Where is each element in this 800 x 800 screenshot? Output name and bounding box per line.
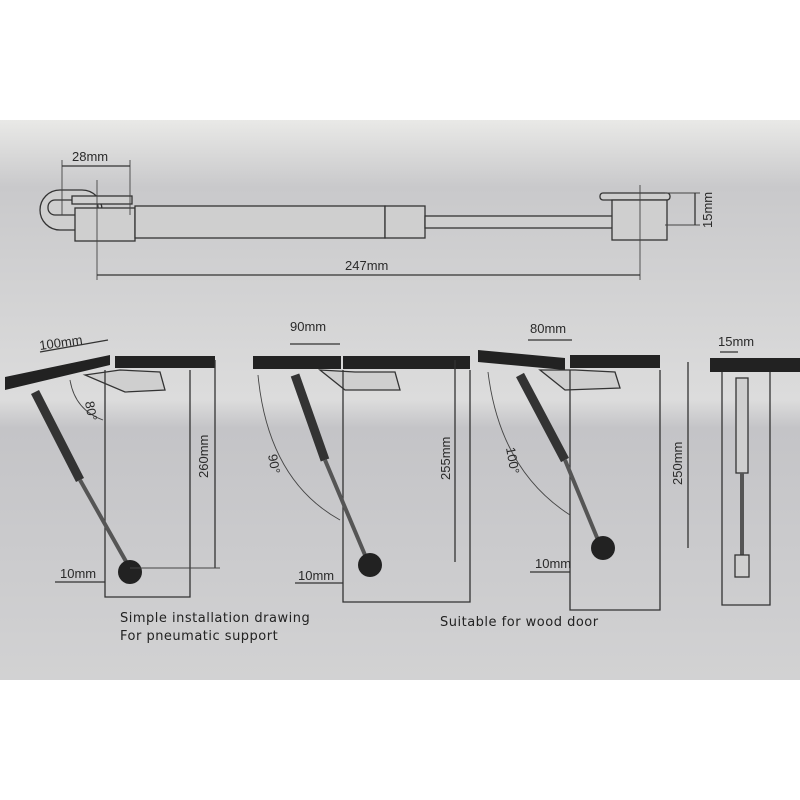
angle-label-3: 100°	[503, 446, 522, 475]
edge-label-1: 10mm	[60, 566, 96, 581]
installation-panel-80deg	[5, 339, 220, 598]
installation-panel-90deg	[253, 343, 471, 603]
installation-panel-side-view	[710, 351, 800, 606]
height-label-2: 255mm	[438, 437, 453, 480]
angle-label-2: 90°	[265, 453, 283, 475]
caption-line-1: Simple installation drawing	[120, 611, 310, 626]
installation-panel-100deg	[478, 339, 689, 611]
edge-label-3: 10mm	[535, 556, 571, 571]
gas-strut-top-view	[39, 160, 700, 280]
caption-line-2: For pneumatic support	[120, 629, 278, 644]
caption-wood-door: Suitable for wood door	[440, 615, 599, 630]
offset-label-2: 90mm	[290, 319, 326, 334]
edge-label-2: 10mm	[298, 568, 334, 583]
offset-label-1: 100mm	[38, 332, 83, 353]
offset-label-4: 15mm	[718, 334, 754, 349]
height-dimension-label: 15mm	[700, 192, 715, 228]
height-label-1: 260mm	[196, 435, 211, 478]
height-label-3: 250mm	[670, 442, 685, 485]
angle-label-1: 80°	[82, 400, 100, 422]
length-dimension-label: 247mm	[345, 258, 388, 273]
offset-label-3: 80mm	[530, 321, 566, 336]
width-dimension-label: 28mm	[72, 149, 108, 164]
